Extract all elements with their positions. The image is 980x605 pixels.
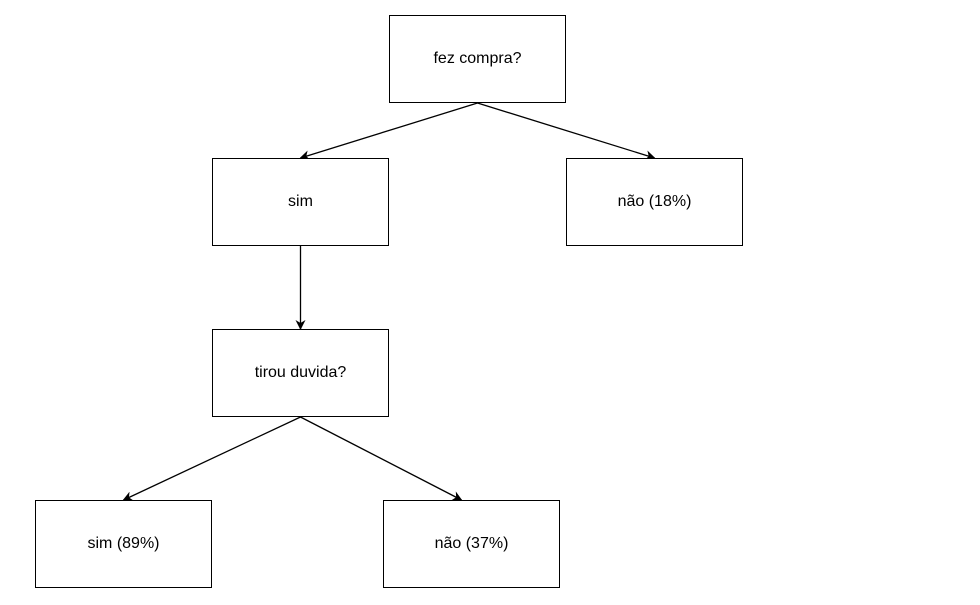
node-tirou-duvida: tirou duvida? — [212, 329, 389, 417]
node-nao-37-label: não (37%) — [434, 535, 509, 552]
edge-tirou-to-nao37 — [300, 416, 463, 501]
node-fez-compra: fez compra? — [389, 15, 566, 103]
node-nao-18-label: não (18%) — [617, 193, 692, 210]
node-sim-label: sim — [288, 193, 313, 210]
node-fez-compra-label: fez compra? — [433, 50, 522, 67]
node-sim-89-label: sim (89%) — [87, 535, 160, 552]
node-nao-18: não (18%) — [566, 158, 743, 246]
node-nao-37: não (37%) — [383, 500, 560, 588]
node-tirou-duvida-label: tirou duvida? — [254, 364, 347, 381]
edge-root-to-nao — [477, 102, 656, 161]
node-sim-89: sim (89%) — [35, 500, 212, 588]
edge-tirou-to-sim89 — [122, 416, 301, 501]
node-sim: sim — [212, 158, 389, 246]
edge-root-to-sim — [299, 102, 478, 161]
